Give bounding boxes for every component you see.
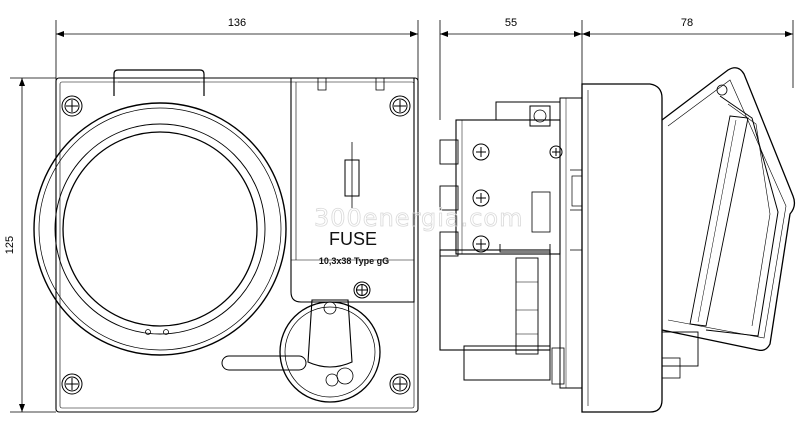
lever-slot (221, 355, 307, 371)
screw-icon (389, 95, 411, 117)
screw-icon (353, 281, 371, 299)
dimension-side-depth: 55 (505, 17, 517, 29)
watermark: 300energia.com (314, 204, 524, 232)
fuse-cover (290, 78, 415, 303)
socket-lid-outer (33, 102, 287, 356)
screw-icon (472, 189, 490, 207)
switch-handle (307, 299, 353, 368)
lid-hinge (113, 69, 205, 96)
screw-icon (549, 145, 563, 159)
dimension-lid-depth: 78 (681, 17, 693, 29)
dimension-height: 125 (4, 236, 16, 254)
terminal-block (455, 119, 561, 255)
fuse-spec: 10,3x38 Type gG (319, 256, 389, 266)
rotary-switch (279, 301, 381, 403)
side-lid (661, 67, 796, 352)
screw-icon (472, 235, 490, 253)
fuse-icon (344, 159, 360, 197)
screw-icon (61, 95, 83, 117)
fuse-label: FUSE (329, 229, 377, 249)
socket-lid-inner (62, 131, 258, 327)
screw-icon (389, 373, 411, 395)
dimension-arrows (19, 31, 793, 412)
screw-icon (472, 143, 490, 161)
fuse-holder (439, 249, 551, 351)
side-housing (581, 83, 663, 413)
screw-icon (61, 373, 83, 395)
front-view (33, 69, 419, 413)
dimension-front-width: 136 (228, 17, 246, 29)
dimension-lines (10, 20, 794, 413)
side-view (439, 67, 796, 413)
